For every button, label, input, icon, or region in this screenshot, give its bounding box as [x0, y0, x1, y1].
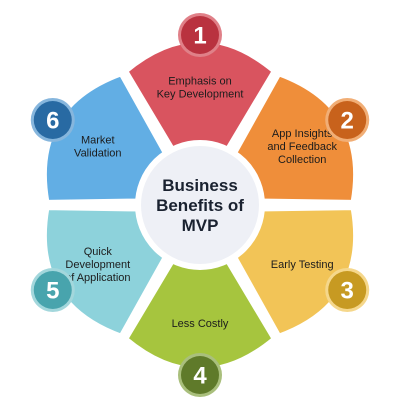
segment-4-label: Less Costly [172, 318, 229, 330]
center-title-line: Business [162, 176, 238, 195]
segment-2-label: Collection [278, 154, 326, 166]
badge-disc [328, 101, 367, 139]
badge-disc [328, 271, 367, 309]
segment-2-label: and Feedback [267, 141, 337, 153]
number-badge-2: 2 [325, 98, 370, 142]
segment-5-label: Development [65, 259, 130, 271]
badge-disc [33, 101, 72, 139]
number-badge-5: 5 [30, 268, 75, 312]
number-badge-4: 4 [178, 353, 222, 397]
center-circle [135, 140, 265, 270]
segment-6-label: Validation [74, 148, 122, 160]
badge-disc [33, 271, 72, 309]
badge-disc [181, 356, 219, 394]
number-badge-1: 1 [178, 13, 222, 57]
badge-number: 2 [341, 108, 354, 135]
badge-number: 6 [46, 108, 59, 135]
badge-number: 3 [341, 278, 354, 305]
center-title-line: MVP [182, 216, 219, 235]
segment-3-label: Early Testing [271, 259, 334, 271]
badge-number: 4 [193, 363, 207, 390]
segment-6-label: Market [81, 135, 115, 147]
badge-disc [181, 16, 219, 54]
segment-1-label: Emphasis on [168, 76, 232, 88]
center-title-line: Benefits of [156, 196, 244, 215]
segment-5-label: of Application [65, 272, 130, 284]
number-badge-3: 3 [325, 268, 370, 312]
badge-number: 1 [193, 23, 206, 50]
segment-1-label: Key Development [157, 89, 244, 101]
badge-number: 5 [46, 278, 59, 305]
segment-5-label: Quick [84, 246, 113, 258]
segment-2-label: App Insights [272, 128, 333, 140]
number-badge-6: 6 [30, 98, 75, 142]
